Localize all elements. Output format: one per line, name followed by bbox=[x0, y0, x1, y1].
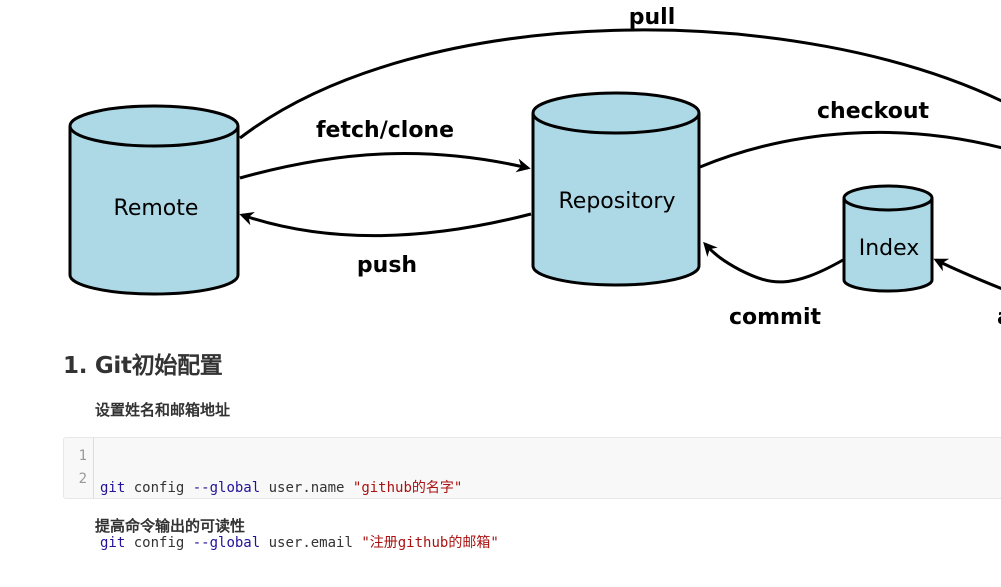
add-label: a bbox=[997, 305, 1001, 330]
code-line: git config --global user.email "注册github… bbox=[100, 532, 499, 555]
code-string: "注册github的邮箱" bbox=[361, 535, 499, 551]
code-key: user.email bbox=[260, 535, 362, 551]
pull-label: pull bbox=[629, 5, 676, 30]
code-subcommand: config bbox=[125, 480, 193, 496]
commit-label: commit bbox=[729, 305, 822, 330]
code-line: git config --global user.name "github的名字… bbox=[100, 477, 499, 500]
index-label: Index bbox=[859, 236, 920, 261]
repository-node: Repository bbox=[531, 91, 701, 287]
code-command: git bbox=[100, 480, 126, 496]
repository-label: Repository bbox=[559, 189, 676, 214]
code-string: "github的名字" bbox=[352, 480, 463, 496]
fetch-clone-arrow bbox=[239, 151, 531, 180]
commit-arrow bbox=[703, 241, 844, 284]
add-arrow bbox=[933, 258, 1001, 291]
code-key: user.name bbox=[260, 480, 353, 496]
subheading-command-output-readability: 提高命令输出的可读性 bbox=[95, 517, 246, 535]
code-block[interactable]: 1 2 git config --global user.name "githu… bbox=[63, 437, 1001, 551]
code-flag: --global bbox=[192, 535, 261, 551]
push-label: push bbox=[357, 253, 417, 278]
code-flag: --global bbox=[192, 480, 261, 496]
code-subcommand: config bbox=[125, 535, 193, 551]
checkout-label: checkout bbox=[817, 99, 929, 124]
git-workflow-diagram: pull fetch/clone push checkout commit a … bbox=[68, 5, 1001, 330]
section-title: 1. Git初始配置 bbox=[63, 353, 223, 379]
remote-label: Remote bbox=[114, 196, 199, 221]
code-command: git bbox=[100, 535, 126, 551]
checkout-arrow bbox=[699, 130, 1001, 169]
line-number-gutter: 1 2 bbox=[64, 438, 94, 498]
pull-arrow bbox=[239, 28, 1001, 140]
fetch-clone-label: fetch/clone bbox=[316, 118, 454, 143]
remote-node: Remote bbox=[68, 104, 240, 296]
line-number: 2 bbox=[78, 471, 87, 487]
push-arrow bbox=[239, 211, 532, 237]
code-lines: git config --global user.name "github的名字… bbox=[100, 445, 499, 587]
index-node: Index bbox=[842, 184, 934, 293]
subheading-set-name-email: 设置姓名和邮箱地址 bbox=[95, 401, 231, 419]
line-number: 1 bbox=[78, 448, 87, 464]
